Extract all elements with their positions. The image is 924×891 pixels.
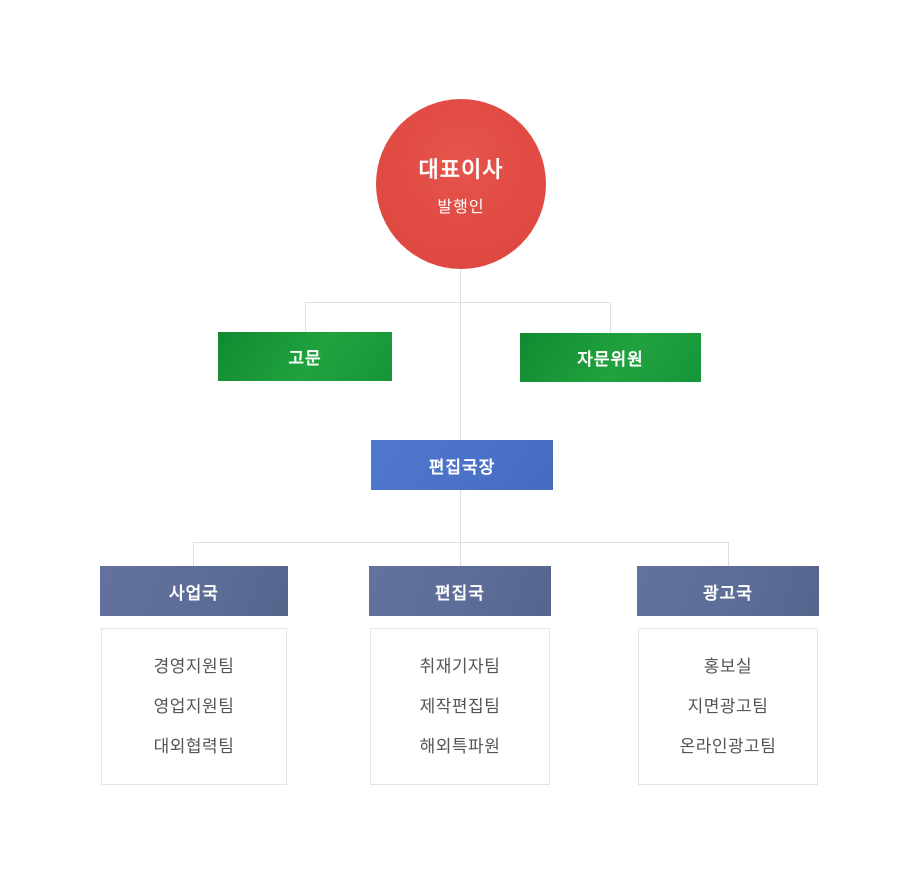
team-item: 온라인광고팀 [679, 736, 777, 756]
department-label: 편집국 [435, 583, 485, 603]
connector-drop-department-2 [460, 542, 461, 566]
connector-drop-advisor-1 [305, 302, 306, 332]
team-item: 취재기자팀 [419, 656, 501, 676]
department-node-advertising: 광고국 [637, 566, 819, 616]
department-label: 광고국 [703, 583, 753, 603]
ceo-title: 대표이사 [418, 156, 504, 182]
team-list-editorial: 취재기자팀 제작편집팀 해외특파원 [370, 628, 550, 785]
connector-chief-to-departments [460, 490, 461, 542]
department-label: 사업국 [169, 583, 219, 603]
connector-advisor-branch [305, 302, 611, 303]
department-node-business: 사업국 [100, 566, 288, 616]
ceo-node: 대표이사 발행인 [376, 99, 546, 269]
chief-editor-label: 편집국장 [428, 457, 496, 477]
connector-department-branch [193, 542, 729, 543]
connector-drop-department-3 [728, 542, 729, 566]
advisory-committee-node: 자문위원 [520, 333, 701, 382]
ceo-subtitle: 발행인 [437, 198, 485, 216]
advisor-node: 고문 [218, 332, 392, 381]
team-item: 영업지원팀 [153, 696, 235, 716]
team-item: 대외협력팀 [153, 736, 235, 756]
team-list-business: 경영지원팀 영업지원팀 대외협력팀 [101, 628, 287, 785]
advisor-label: 고문 [288, 349, 322, 368]
team-item: 홍보실 [703, 656, 753, 676]
connector-drop-advisor-2 [610, 302, 611, 333]
chief-editor-node: 편집국장 [371, 440, 553, 490]
team-item: 지면광고팀 [687, 696, 769, 716]
advisory-committee-label: 자문위원 [577, 350, 644, 369]
team-item: 제작편집팀 [419, 696, 501, 716]
team-item: 경영지원팀 [153, 656, 235, 676]
connector-drop-department-1 [193, 542, 194, 566]
connector-root-to-chief [460, 268, 461, 440]
department-node-editorial: 편집국 [369, 566, 551, 616]
team-item: 해외특파원 [419, 736, 501, 756]
team-list-advertising: 홍보실 지면광고팀 온라인광고팀 [638, 628, 818, 785]
